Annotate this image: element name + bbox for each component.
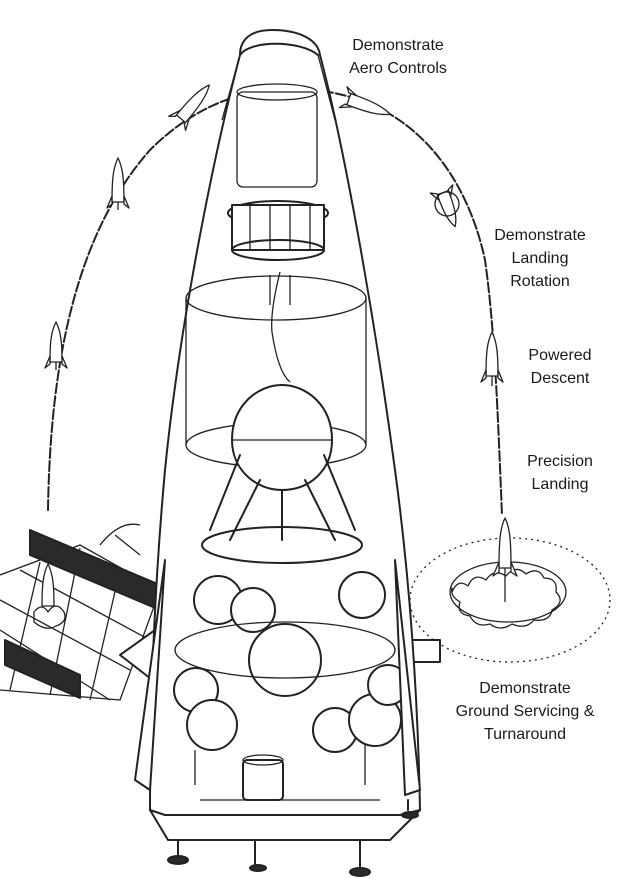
mini-rocket-5	[429, 184, 460, 228]
label-precision-landing-line-2: Landing	[531, 476, 589, 493]
label-powered-descent-line-1: Powered	[528, 347, 592, 364]
ground-servicing-scene	[0, 523, 161, 701]
label-precision-landing-line-1: Precision	[527, 453, 593, 470]
label-powered-descent: Powered Descent	[500, 344, 620, 390]
mini-rocket-3	[168, 84, 210, 132]
label-ground-servicing-line-2: Ground Servicing &	[455, 703, 595, 720]
label-precision-landing: Precision Landing	[500, 450, 620, 496]
label-aero-controls: Demonstrate Aero Controls	[318, 34, 478, 80]
mini-rocket-1	[44, 321, 68, 370]
label-aero-controls-line-1: Demonstrate	[352, 37, 444, 54]
label-landing-rotation-line-3: Rotation	[510, 273, 570, 290]
label-landing-rotation: Demonstrate Landing Rotation	[470, 224, 610, 293]
trajectory-arc	[47, 87, 503, 516]
label-powered-descent-line-2: Descent	[530, 370, 590, 387]
main-vehicle	[134, 29, 421, 877]
label-aero-controls-line-2: Aero Controls	[349, 60, 447, 77]
landing-pad	[409, 517, 611, 663]
mini-rocket-4	[338, 86, 391, 116]
mini-rocket-6	[480, 331, 504, 386]
label-ground-servicing: Demonstrate Ground Servicing & Turnaroun…	[430, 677, 620, 746]
label-landing-rotation-line-1: Demonstrate	[494, 227, 586, 244]
label-ground-servicing-line-1: Demonstrate	[479, 680, 571, 697]
label-ground-servicing-line-3: Turnaround	[483, 726, 567, 743]
label-landing-rotation-line-2: Landing	[511, 250, 569, 267]
mini-rocket-2	[106, 157, 130, 210]
